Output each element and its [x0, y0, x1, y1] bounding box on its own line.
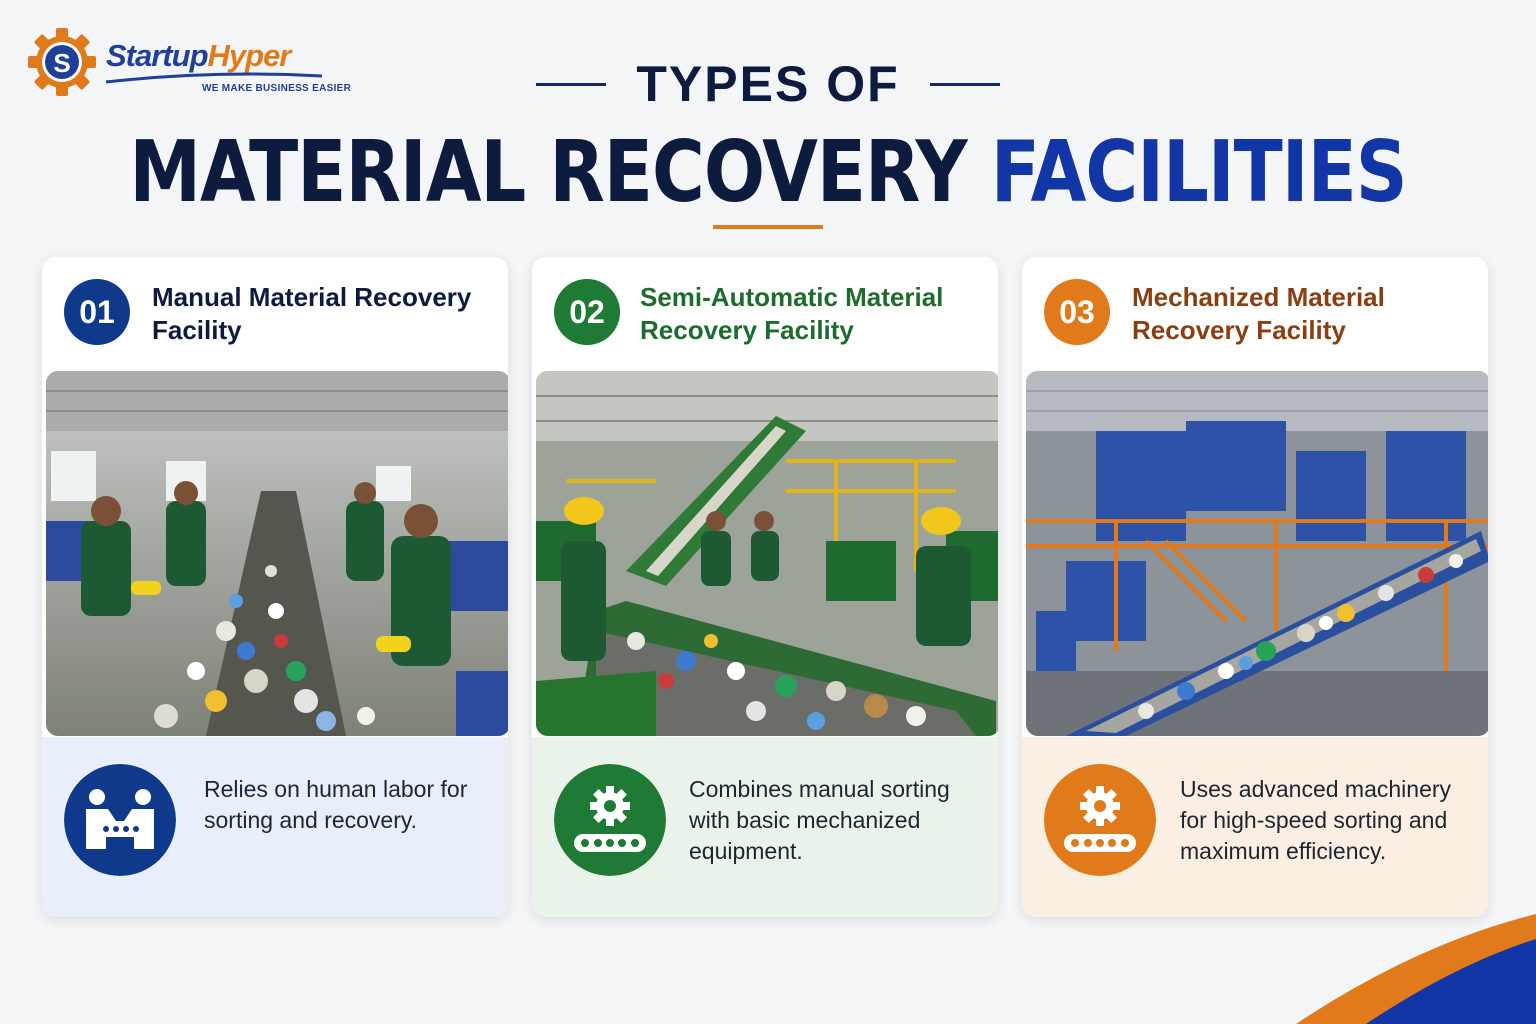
title-line1: TYPES OF [636, 56, 900, 112]
card-number-badge: 02 [554, 279, 620, 345]
title-rule-right [929, 82, 1000, 86]
facility-card-mechanized: 03 Mechanized Material Recovery Facility [1022, 257, 1488, 917]
brand-name-part1: Startup [106, 38, 208, 73]
card-title: Manual Material Recovery Facility [152, 282, 472, 345]
brand-name: StartupHyper [106, 38, 292, 74]
page-subtitle: TYPES OF [0, 55, 1536, 113]
workers-at-conveyor-icon [64, 764, 176, 876]
card-description: Combines manual sorting with basic mecha… [689, 776, 950, 864]
manual-sorting-photo [46, 371, 508, 736]
card-title: Semi-Automatic Material Recovery Facilit… [640, 282, 944, 345]
gear-logo-icon: S [28, 28, 96, 96]
card-header: 03 Mechanized Material Recovery Facility [1022, 257, 1488, 369]
corner-swoosh-decoration [1296, 914, 1536, 1024]
facility-card-manual: 01 Manual Material Recovery Facility [42, 257, 508, 917]
logo-monogram: S [53, 48, 70, 78]
card-footer: Uses advanced machinery for high-speed s… [1022, 737, 1488, 917]
gear-conveyor-icon [1044, 764, 1156, 876]
card-description: Uses advanced machinery for high-speed s… [1180, 776, 1452, 864]
brand-tagline: WE MAKE BUSINESS EASIER [202, 83, 352, 94]
gear-conveyor-icon [554, 764, 666, 876]
card-number-badge: 01 [64, 279, 130, 345]
card-header: 02 Semi-Automatic Material Recovery Faci… [532, 257, 998, 369]
title-accent: FACILITIES [990, 122, 1408, 222]
title-rule-left [536, 82, 607, 86]
card-header: 01 Manual Material Recovery Facility [42, 257, 508, 369]
card-title: Mechanized Material Recovery Facility [1132, 282, 1385, 345]
card-footer: Combines manual sorting with basic mecha… [532, 737, 998, 917]
brand-logo: S StartupHyper WE MAKE BUSINESS EASIER [26, 28, 351, 98]
card-number-badge: 03 [1044, 279, 1110, 345]
logo-swoosh [105, 72, 323, 84]
title-dark: MATERIAL RECOVERY [129, 122, 991, 222]
title-underline [713, 225, 823, 229]
brand-name-part2: Hyper [207, 38, 292, 73]
page-title: MATERIAL RECOVERY FACILITIES [0, 122, 1536, 221]
mechanized-sorting-photo [1026, 371, 1488, 736]
facility-card-semi-automatic: 02 Semi-Automatic Material Recovery Faci… [532, 257, 998, 917]
card-description: Relies on human labor for sorting and re… [204, 776, 468, 833]
semi-automatic-sorting-photo [536, 371, 998, 736]
card-footer: Relies on human labor for sorting and re… [42, 737, 508, 917]
